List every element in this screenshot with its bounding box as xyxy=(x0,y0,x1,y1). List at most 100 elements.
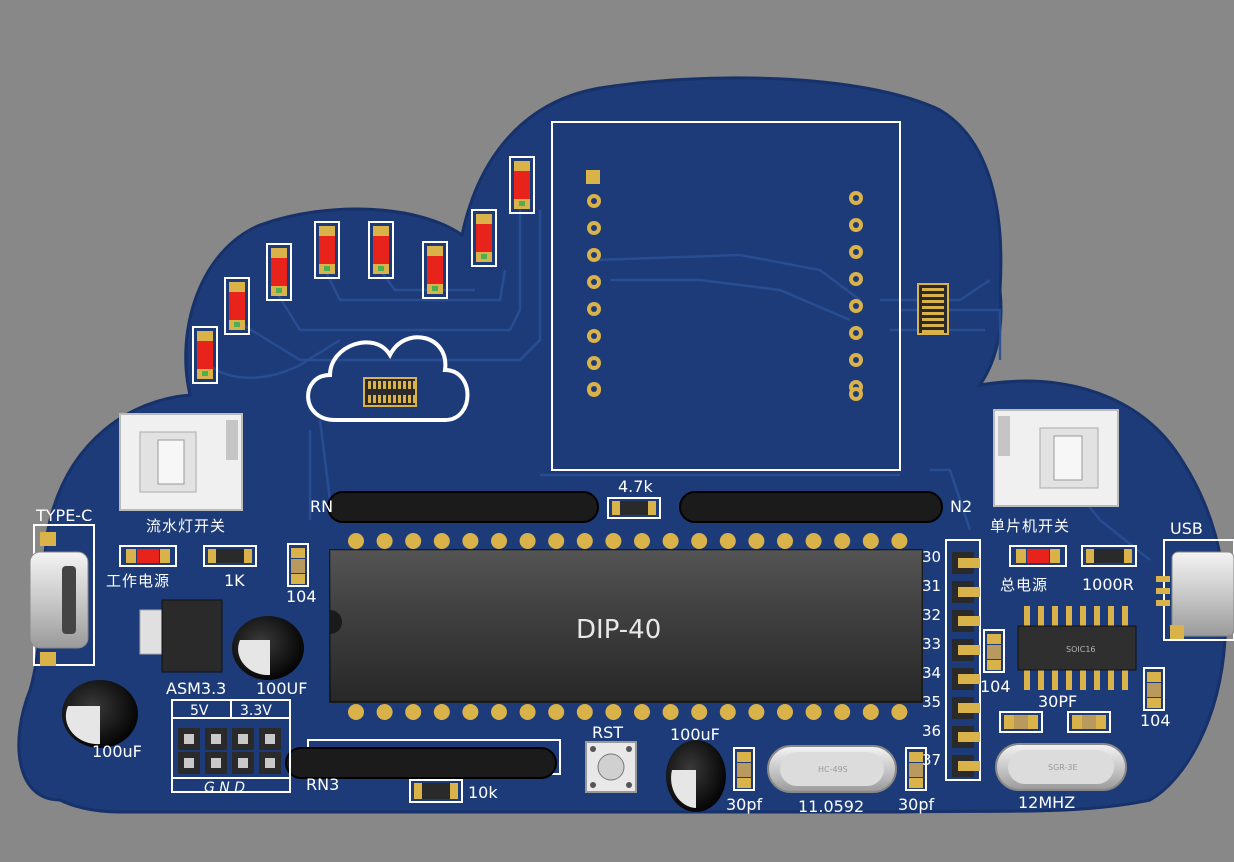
cloud-logo-ic xyxy=(363,377,417,407)
header-pin-number: 30 xyxy=(922,548,941,566)
label-rn1: RN xyxy=(310,497,333,516)
cap-104-mid-part xyxy=(983,629,1005,673)
dip-pad xyxy=(605,533,622,549)
led-switch[interactable] xyxy=(119,413,243,511)
dip-pad xyxy=(805,704,822,720)
label-r-4-7k: 4.7k xyxy=(618,477,653,496)
power-select-header[interactable] xyxy=(171,699,291,793)
label-type-c: TYPE-C xyxy=(35,506,92,525)
label-r-1000r: 1000R xyxy=(1082,575,1134,594)
cap-104-right-part xyxy=(1143,667,1165,711)
label-asm: ASM3.3 xyxy=(166,679,226,698)
dip-pad xyxy=(805,533,822,549)
type-c-connector xyxy=(29,524,95,666)
resistor-10k xyxy=(409,779,463,803)
label-work-power: 工作电源 xyxy=(106,572,170,590)
pin-header-30-37 xyxy=(945,539,981,781)
cap-100uf-mid-part xyxy=(666,740,726,812)
module-pin-row-right xyxy=(849,191,863,401)
dip-pad xyxy=(576,704,593,720)
label-cap-104-mid: 104 xyxy=(980,677,1011,696)
label-xtal-a: 11.0592 xyxy=(798,797,864,816)
dip-pad xyxy=(662,704,679,720)
header-pin-number: 34 xyxy=(922,664,941,682)
dip-pad xyxy=(576,533,593,549)
dip-pad xyxy=(748,704,765,720)
dip-pad xyxy=(491,704,507,720)
dip-pad xyxy=(519,533,536,549)
chain-led xyxy=(422,241,448,299)
dip-pad xyxy=(862,704,879,720)
header-pin-number: 35 xyxy=(922,693,941,711)
label-rn3: RN3 xyxy=(306,775,339,794)
label-led-switch: 流水灯开关 xyxy=(146,517,226,535)
cap-30pf-a-part xyxy=(733,747,755,791)
reset-button[interactable] xyxy=(585,741,637,793)
cap-30pf-c-part xyxy=(999,711,1111,733)
asm33-regulator xyxy=(139,599,223,673)
dip-pad xyxy=(376,533,393,549)
dip-pad xyxy=(605,704,622,720)
total-power-led xyxy=(1009,545,1067,567)
label-r-10k: 10k xyxy=(468,783,498,802)
cloud-logo xyxy=(306,335,470,422)
dip-pad xyxy=(491,533,507,549)
label-3-3v: 3.3V xyxy=(240,703,272,719)
label-5v: 5V xyxy=(190,703,209,719)
dip-pad xyxy=(348,704,364,720)
header-pin-number: 32 xyxy=(922,606,941,624)
led-chain xyxy=(192,156,535,384)
work-power-led xyxy=(119,545,177,567)
label-cap-100uf-upper: 100UF xyxy=(256,679,307,698)
dip-pad xyxy=(405,533,422,549)
label-dip40: DIP-40 xyxy=(576,615,661,645)
cap-30pf-b-part xyxy=(905,747,927,791)
dip-pad xyxy=(691,533,708,549)
soic16-ic xyxy=(1017,606,1137,690)
dip-pad xyxy=(834,704,851,720)
dip-pad xyxy=(662,533,679,549)
dip-pad xyxy=(348,533,364,549)
header-pin-number: 36 xyxy=(922,722,941,740)
dip-pad xyxy=(777,533,793,549)
chain-led xyxy=(509,156,535,214)
dip-pad xyxy=(891,533,908,549)
label-soic16: SOIC16 xyxy=(1066,645,1096,654)
dip-pad xyxy=(405,704,422,720)
label-cap-104-left: 104 xyxy=(286,587,317,606)
dip-pad xyxy=(891,704,908,720)
label-cap-30pf-b: 30pf xyxy=(898,795,935,814)
rn2-resistor-network xyxy=(679,491,943,523)
label-cap-100uf-mid: 100uF xyxy=(670,725,720,744)
header-pin-number: 37 xyxy=(922,751,941,769)
dip40-pins xyxy=(348,533,908,720)
dip-pad xyxy=(519,704,536,720)
label-cap-104-right: 104 xyxy=(1140,711,1171,730)
dip-pad xyxy=(862,533,879,549)
mcu-switch[interactable] xyxy=(993,409,1119,507)
chain-led xyxy=(368,221,394,279)
label-rn2: N2 xyxy=(950,497,972,516)
chain-led xyxy=(266,243,292,301)
label-cap-30pf-a: 30pf xyxy=(726,795,763,814)
module-pin-row-left xyxy=(586,170,601,397)
chain-led xyxy=(224,277,250,335)
dip-pad xyxy=(691,704,708,720)
resistor-4-7k xyxy=(607,497,661,519)
label-gnd: G N D xyxy=(204,780,245,796)
dip-pad xyxy=(777,704,793,720)
chain-led xyxy=(471,209,497,267)
dip-pad xyxy=(719,533,736,549)
label-mcu-switch: 单片机开关 xyxy=(990,517,1070,535)
dip-pad xyxy=(548,533,565,549)
smd-ic-right xyxy=(917,283,949,335)
label-xtal-b-mark: SGR-3E xyxy=(1048,763,1078,772)
cap-104-left-part xyxy=(287,543,309,587)
dip-pad xyxy=(433,704,450,720)
dip-pad xyxy=(634,533,650,549)
resistor-1000r xyxy=(1081,545,1137,567)
dip-pad xyxy=(433,533,450,549)
